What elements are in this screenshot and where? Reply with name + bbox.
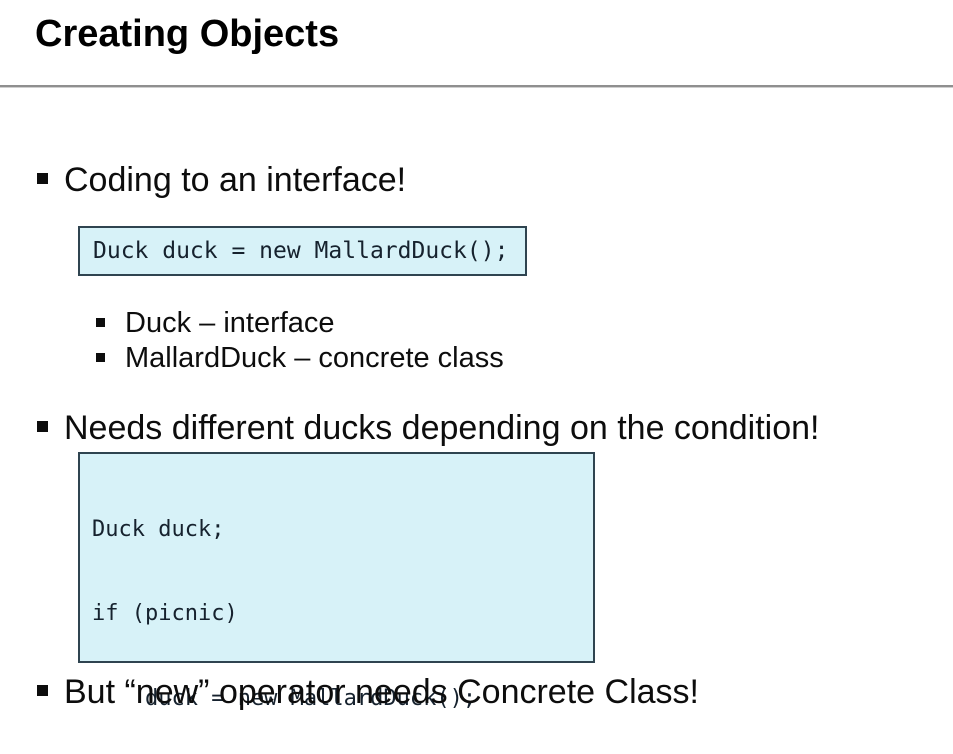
sub-bullet-label: MallardDuck – concrete class xyxy=(125,342,504,374)
bullet-new-operator-concrete-class: But “new” operator needs Concrete Class! xyxy=(37,672,699,712)
slide-title: Creating Objects xyxy=(35,13,340,55)
code-line: duck = new MallardDuck(); xyxy=(92,686,477,712)
sub-bullet-mallardduck-concrete: MallardDuck – concrete class xyxy=(96,341,504,376)
title-divider xyxy=(0,85,953,87)
code-line: if (picnic) xyxy=(92,601,238,627)
code-line: Duck duck; xyxy=(92,516,225,542)
bullet-needs-different-ducks: Needs different ducks depending on the c… xyxy=(37,408,819,448)
code-line: Duck duck = new MallardDuck(); xyxy=(93,238,509,264)
sub-bullet-label: Duck – interface xyxy=(125,307,335,339)
code-snippet-conditional-ducks: Duck duck; if (picnic) duck = new Mallar… xyxy=(78,452,595,711)
bullet-square-icon xyxy=(37,421,48,432)
bullet-label: Coding to an interface! xyxy=(64,161,407,199)
bullet-label: But “new” operator needs Concrete Class! xyxy=(64,673,699,711)
code-snippet-mallardduck: Duck duck = new MallardDuck(); xyxy=(78,226,527,276)
sub-bullet-list: Duck – interface MallardDuck – concrete … xyxy=(96,306,504,376)
bullet-coding-to-interface: Coding to an interface! xyxy=(37,160,406,200)
bullet-square-icon xyxy=(37,685,48,696)
bullet-square-icon xyxy=(37,173,48,184)
sub-bullet-duck-interface: Duck – interface xyxy=(96,306,504,341)
bullet-square-icon xyxy=(96,318,105,327)
bullet-square-icon xyxy=(96,353,105,362)
bullet-label: Needs different ducks depending on the c… xyxy=(64,409,820,447)
